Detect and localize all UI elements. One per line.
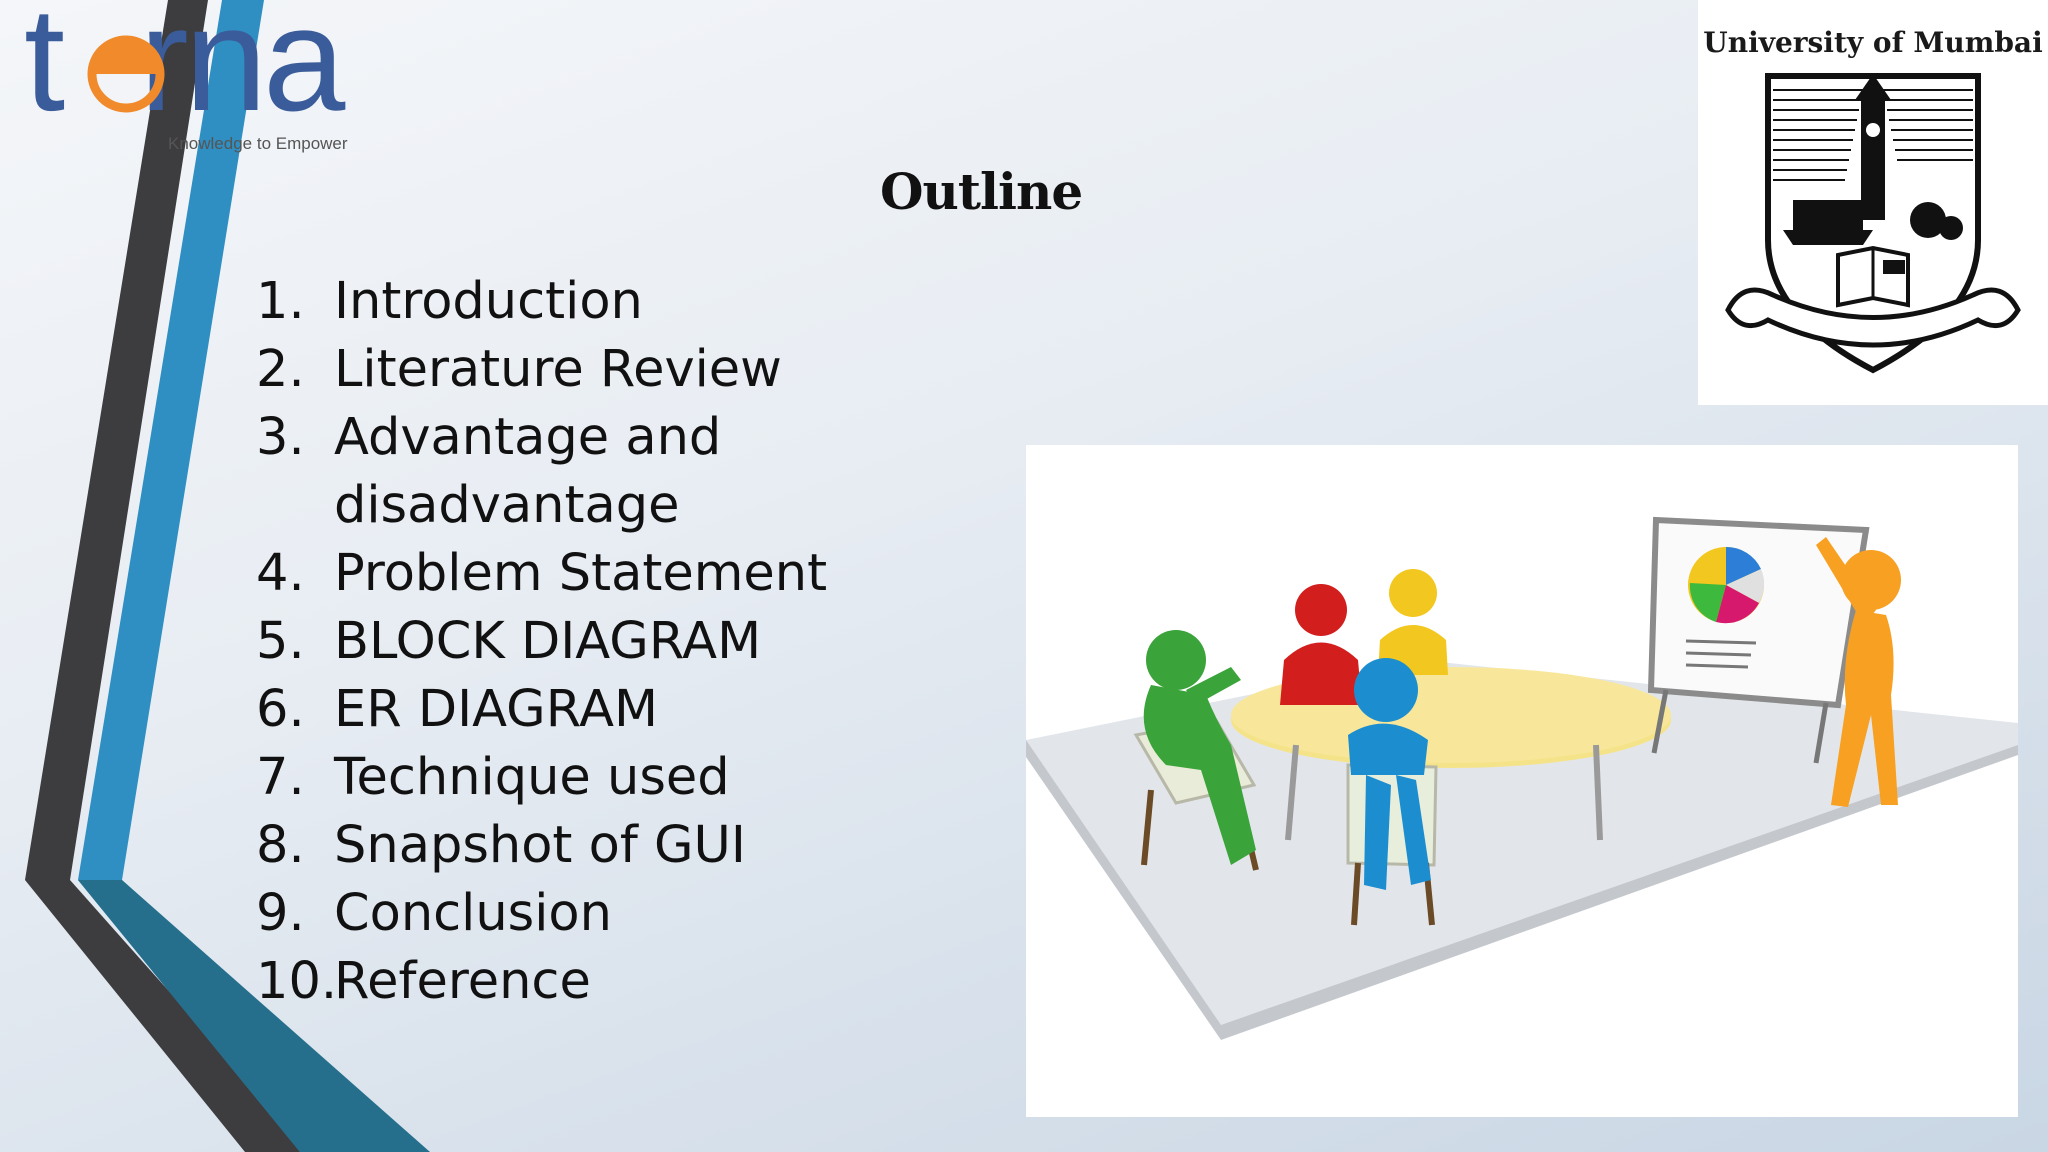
outline-item-text: Problem Statement: [334, 544, 828, 603]
outline-item-text: Advantage and disadvantage: [334, 408, 722, 535]
outline-item-text: BLOCK DIAGRAM: [334, 612, 762, 671]
logo-wordmark: terna: [24, 0, 345, 142]
outline-item: 4. Problem Statement: [256, 540, 1016, 608]
outline-item: 7. Technique used: [256, 744, 1016, 812]
outline-item-text: Reference: [334, 952, 591, 1011]
outline-item-number: 4.: [256, 544, 305, 603]
crest-title: University of Mumbai: [1703, 26, 2043, 59]
outline-item-number: 5.: [256, 612, 305, 671]
terna-logo-sun-icon: [87, 35, 165, 113]
outline-item: 3. Advantage and disadvantage: [256, 404, 1016, 540]
meeting-illustration: [1026, 445, 2018, 1117]
outline-item-number: 1.: [256, 272, 305, 331]
outline-item-text: Technique used: [334, 748, 730, 807]
outline-item-text: Conclusion: [334, 884, 612, 943]
outline-item-number: 9.: [256, 884, 305, 943]
outline-item-text: Introduction: [334, 272, 643, 331]
outline-item-number: 3.: [256, 408, 305, 467]
university-crest-icon: [1725, 73, 2021, 374]
outline-item-number: 7.: [256, 748, 305, 807]
outline-item: 10.Reference: [256, 948, 1016, 1016]
outline-item: 9. Conclusion: [256, 880, 1016, 948]
outline-item: 8. Snapshot of GUI: [256, 812, 1016, 880]
outline-item: 1. Introduction: [256, 268, 1016, 336]
terna-logo: terna Knowledge to Empower: [14, 0, 354, 156]
slide-title: Outline: [880, 162, 1083, 221]
logo-tagline: Knowledge to Empower: [168, 134, 348, 153]
outline-item-number: 10.: [256, 952, 338, 1011]
outline-item-number: 2.: [256, 340, 305, 399]
outline-item: 2. Literature Review: [256, 336, 1016, 404]
outline-item: 6. ER DIAGRAM: [256, 676, 1016, 744]
meeting-presentation-icon: [1026, 516, 2018, 1040]
outline-item-text: Literature Review: [334, 340, 782, 399]
outline-item-number: 6.: [256, 680, 305, 739]
outline-list: 1. Introduction 2. Literature Review 3. Advan…: [256, 268, 1016, 1016]
decorative-stripes: [25, 0, 430, 1152]
outline-item-text: ER DIAGRAM: [334, 680, 658, 739]
university-crest: University of Mumbai: [1698, 0, 2048, 405]
outline-item: 5. BLOCK DIAGRAM: [256, 608, 1016, 676]
outline-item-number: 8.: [256, 816, 305, 875]
outline-item-text: Snapshot of GUI: [334, 816, 746, 875]
